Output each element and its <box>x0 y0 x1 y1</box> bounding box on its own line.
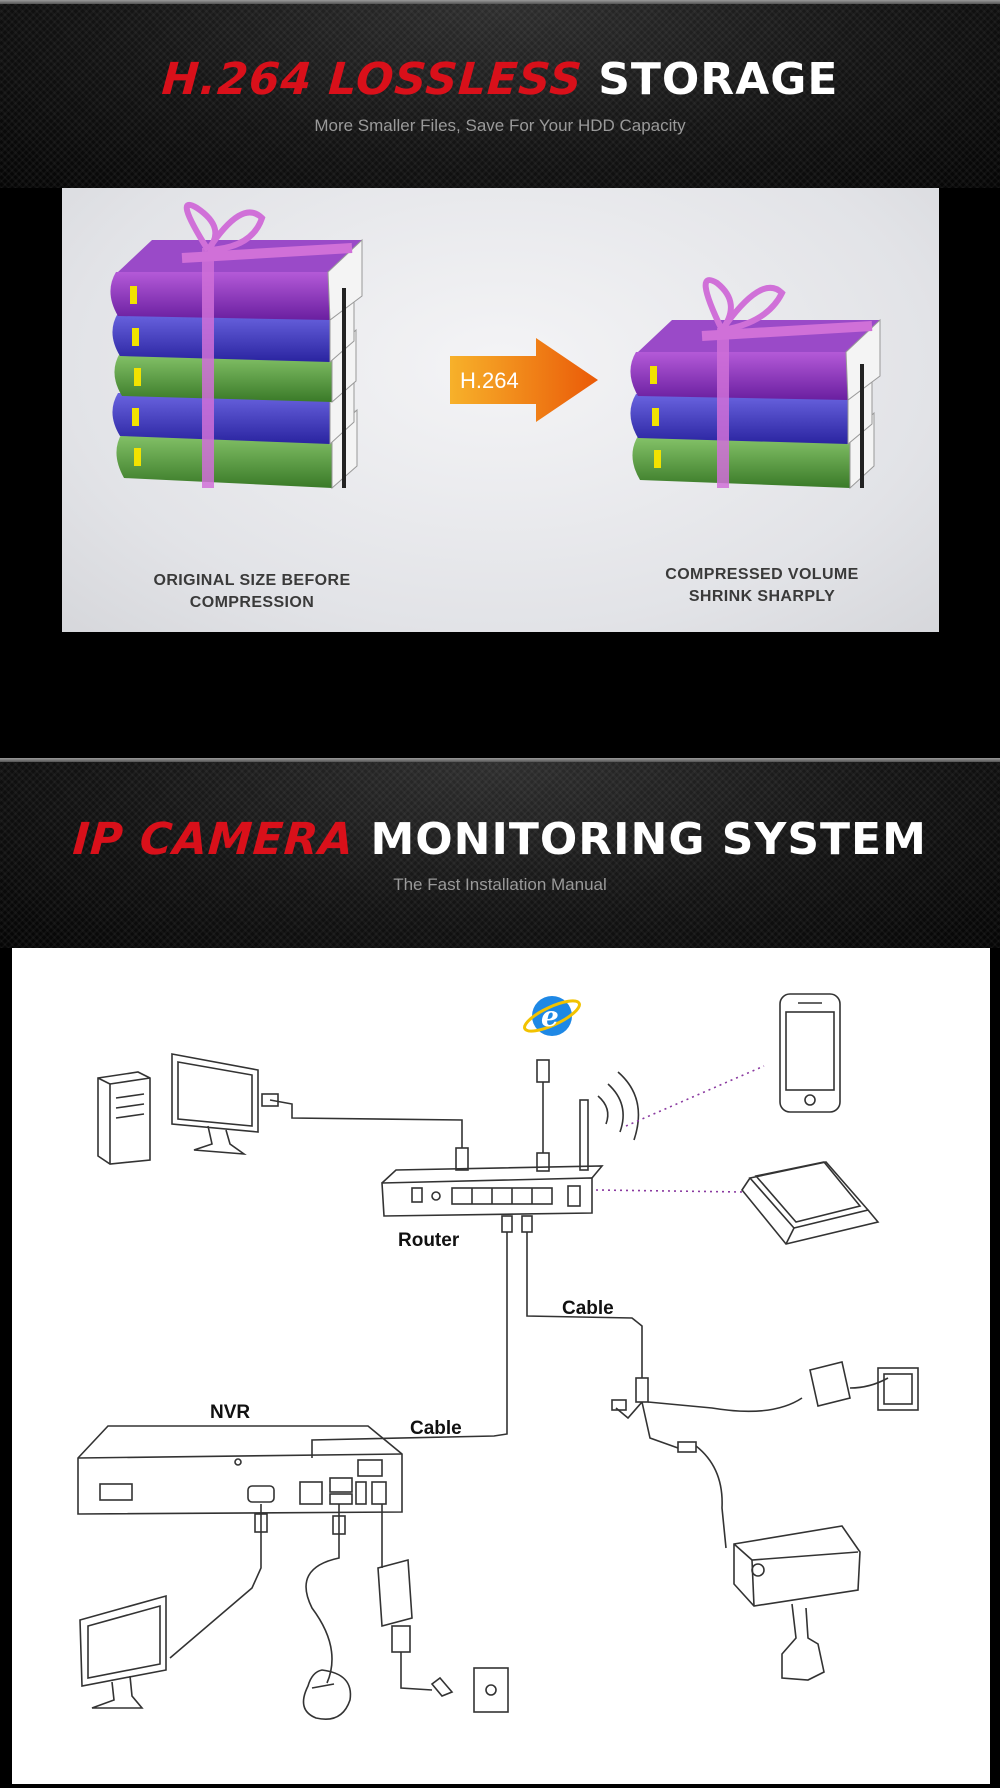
network-diagram: e Ro <box>77 993 919 1720</box>
cable-label-camera: Cable <box>562 1298 614 1319</box>
caption-original: ORIGINAL SIZE BEFORE COMPRESSION <box>142 570 362 614</box>
top-divider <box>0 0 1000 4</box>
smartphone-icon <box>779 993 841 1113</box>
section1-title-red: H.264 LOSSLESS <box>159 54 584 105</box>
section1-title-white: STORAGE <box>598 54 839 105</box>
book-stack-compressed <box>630 277 881 490</box>
caption-compressed-line1: COMPRESSED VOLUME <box>665 566 859 583</box>
section-divider <box>0 758 1000 762</box>
caption-compressed: COMPRESSED VOLUME SHRINK SHARPLY <box>652 564 872 608</box>
cable-label-nvr: Cable <box>410 1418 462 1439</box>
compression-illustration: H.264 ORIGINAL SIZE BEFORE COMPRESSION C… <box>62 188 939 632</box>
section2-subtitle: The Fast Installation Manual <box>393 875 607 894</box>
h264-arrow: H.264 <box>450 338 598 422</box>
power-plug-icon <box>809 1361 919 1411</box>
mouse-icon <box>302 1669 352 1720</box>
section1-subtitle: More Smaller Files, Save For Your HDD Ca… <box>314 116 686 135</box>
section2-header <box>0 762 1000 948</box>
caption-compressed-line2: SHRINK SHARPLY <box>688 588 836 605</box>
browser-icon-letter: e <box>541 1000 559 1033</box>
section2-title-red: IP CAMERA <box>71 814 356 865</box>
section2-title-white: MONITORING SYSTEM <box>370 814 927 865</box>
section1-header <box>0 4 1000 188</box>
browser-icon: e <box>523 996 581 1036</box>
laptop-icon <box>741 1161 880 1245</box>
caption-original-line1: ORIGINAL SIZE BEFORE <box>153 572 351 589</box>
desktop-pc-icon <box>97 1053 259 1165</box>
power-adapter-icon <box>377 1558 413 1653</box>
bullet-camera-icon <box>733 1525 861 1681</box>
router-icon <box>381 1165 604 1217</box>
section2-title: IP CAMERA MONITORING SYSTEM <box>0 814 1000 865</box>
nvr-icon <box>77 1425 403 1515</box>
wall-outlet-icon <box>430 1667 509 1713</box>
installation-diagram: e Ro <box>12 948 990 1784</box>
section1-title: H.264 LOSSLESS STORAGE <box>0 54 1000 105</box>
router-label: Router <box>398 1230 460 1251</box>
nvr-label: NVR <box>210 1402 250 1423</box>
arrow-label: H.264 <box>460 368 519 393</box>
book-stack-original <box>110 201 363 490</box>
monitor-icon <box>79 1594 167 1709</box>
caption-original-line2: COMPRESSION <box>189 594 315 611</box>
compression-graphic: H.264 <box>110 201 881 490</box>
